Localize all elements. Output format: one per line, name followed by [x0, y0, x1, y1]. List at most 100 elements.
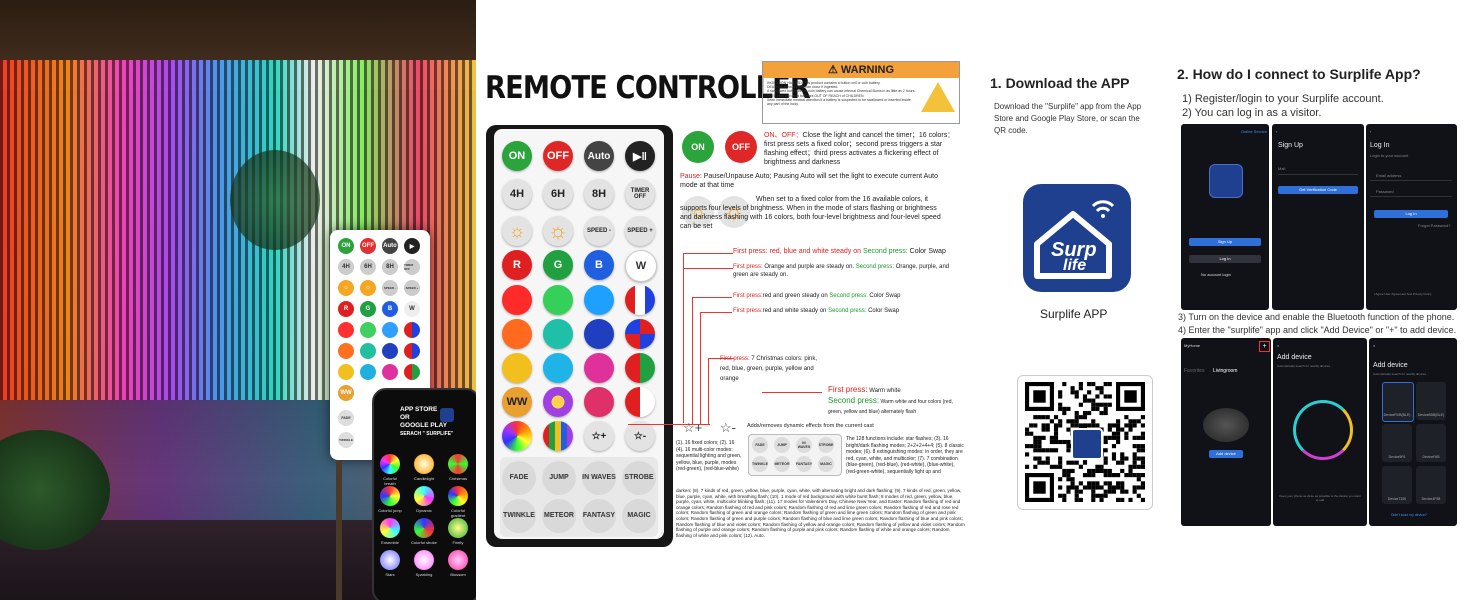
green-button[interactable]: G	[543, 250, 573, 280]
qr-module	[1116, 485, 1121, 490]
star-minus-button[interactable]: ☆-	[625, 421, 655, 451]
verification-button[interactable]: Get Verification Code	[1278, 186, 1358, 194]
qr-module	[1103, 406, 1108, 411]
white-button[interactable]: W	[625, 250, 657, 282]
add-device-plus-icon[interactable]: +	[1259, 341, 1270, 352]
device-label: DeviceRVB(BLE)	[1383, 413, 1411, 417]
swap3-text: red and green steady on	[762, 293, 830, 299]
device-card[interactable]	[1416, 424, 1446, 462]
dim-button[interactable]: ☼	[502, 216, 532, 246]
pause-button[interactable]: ▶‖	[625, 141, 655, 171]
email-field[interactable]: Email address	[1376, 173, 1402, 178]
divider	[1278, 174, 1358, 175]
meteor-button[interactable]: METEOR	[542, 499, 576, 533]
device-card[interactable]	[1382, 382, 1414, 422]
warm-white-button[interactable]: WW	[502, 387, 532, 417]
multicolor-button[interactable]	[502, 421, 532, 451]
off-button[interactable]: OFF	[543, 141, 573, 171]
close-icon[interactable]: ×	[1373, 343, 1376, 348]
surplife-mini-icon	[440, 408, 454, 422]
warning-text: INGESTION HAZARD: This product contains …	[767, 81, 917, 106]
forgot-password-link[interactable]: Forgot Password?	[1418, 223, 1451, 228]
qr-module	[1066, 439, 1071, 445]
bright-button[interactable]: ☼	[543, 216, 573, 246]
swap1-first: First press:	[733, 248, 768, 255]
mail-field[interactable]: Mail	[1278, 166, 1286, 171]
qr-module	[1041, 423, 1046, 428]
qr-module	[1037, 439, 1042, 445]
in-waves-button[interactable]: IN WAVES	[582, 461, 616, 495]
effect-icon	[380, 454, 400, 474]
back-icon[interactable]: ‹	[1276, 129, 1278, 134]
mini-meteor: METEOR	[774, 456, 790, 472]
signup-button[interactable]: Sign Up	[1189, 238, 1261, 246]
color-button[interactable]	[584, 387, 614, 417]
password-field[interactable]: Password	[1376, 189, 1394, 194]
red-button[interactable]: R	[502, 250, 532, 280]
qr-module	[1087, 410, 1092, 416]
combo-button[interactable]	[625, 387, 655, 417]
multicolor-button[interactable]	[543, 421, 573, 451]
qr-center-logo	[1071, 428, 1103, 460]
small-twinkle-button: TWINKLE	[338, 432, 354, 448]
effect-icon	[448, 454, 468, 474]
login-submit-button[interactable]: Log In	[1374, 210, 1448, 218]
speed-minus-button[interactable]: SPEED -	[584, 216, 614, 246]
auto-button[interactable]: Auto	[584, 141, 614, 171]
magic-button[interactable]: MAGIC	[622, 499, 656, 533]
qr-module	[1029, 423, 1034, 428]
fantasy-button[interactable]: FANTASY	[582, 499, 616, 533]
twinkle-button[interactable]: TWINKLE	[502, 499, 536, 533]
speed-plus-button[interactable]: SPEED +	[625, 216, 655, 246]
color-button[interactable]	[502, 319, 532, 349]
timer-off-button[interactable]: TIMER OFF	[625, 179, 655, 209]
qr-module	[1103, 382, 1108, 387]
agreement-checkbox[interactable]: I Agree User Agreement And Privacy Polic…	[1374, 292, 1432, 296]
home-add-device-button[interactable]: Add device	[1209, 450, 1243, 458]
strobe-button[interactable]: STROBE	[622, 461, 656, 495]
small-fade-button: FADE	[338, 410, 354, 426]
combo-button[interactable]	[625, 353, 655, 383]
close-icon[interactable]: ×	[1277, 343, 1280, 348]
surplife-app-icon[interactable]: Surp life	[1023, 184, 1131, 292]
qr-module	[1091, 481, 1096, 486]
fade-button[interactable]: FADE	[502, 461, 536, 495]
qr-module	[1132, 460, 1137, 465]
device-card[interactable]	[1382, 466, 1412, 504]
color-button[interactable]	[584, 353, 614, 383]
color-button[interactable]	[502, 353, 532, 383]
play-pause-icon: ▶‖	[633, 150, 647, 163]
device-card[interactable]	[1382, 424, 1412, 462]
4h-button[interactable]: 4H	[502, 179, 532, 209]
star-plus-button[interactable]: ☆+	[584, 421, 614, 451]
color-button[interactable]	[584, 319, 614, 349]
tab-favorites[interactable]: Favorites	[1184, 368, 1205, 374]
online-service-link[interactable]: Online Service	[1241, 129, 1268, 134]
on-button[interactable]: ON	[502, 141, 532, 171]
qr-code[interactable]	[1017, 375, 1153, 510]
color-button[interactable]	[502, 285, 532, 315]
color-button[interactable]	[543, 353, 573, 383]
xmas-first: First press:	[720, 356, 750, 362]
guest-login-link[interactable]: No account login	[1201, 272, 1231, 277]
missing-device-link[interactable]: Didn't scan my device?	[1391, 513, 1427, 517]
combo-button[interactable]	[625, 319, 655, 349]
8h-button[interactable]: 8H	[584, 179, 614, 209]
device-card[interactable]	[1416, 466, 1446, 504]
jump-button[interactable]: JUMP	[542, 461, 576, 495]
home-selector[interactable]: MyHome	[1184, 343, 1201, 348]
blue-button[interactable]: B	[584, 250, 614, 280]
color-button[interactable]	[543, 285, 573, 315]
combo-button[interactable]	[625, 285, 655, 315]
login-button[interactable]: Log In	[1189, 255, 1261, 263]
color-button[interactable]	[543, 319, 573, 349]
back-icon[interactable]: ‹	[1370, 129, 1372, 134]
qr-module	[1095, 423, 1100, 428]
color-button[interactable]	[543, 387, 573, 417]
6h-button[interactable]: 6H	[543, 179, 573, 209]
device-card[interactable]	[1416, 382, 1446, 420]
tab-livingroom[interactable]: Livingroom	[1213, 368, 1238, 374]
qr-module	[1091, 497, 1096, 502]
color-button[interactable]	[584, 285, 614, 315]
qr-module	[1120, 456, 1125, 461]
